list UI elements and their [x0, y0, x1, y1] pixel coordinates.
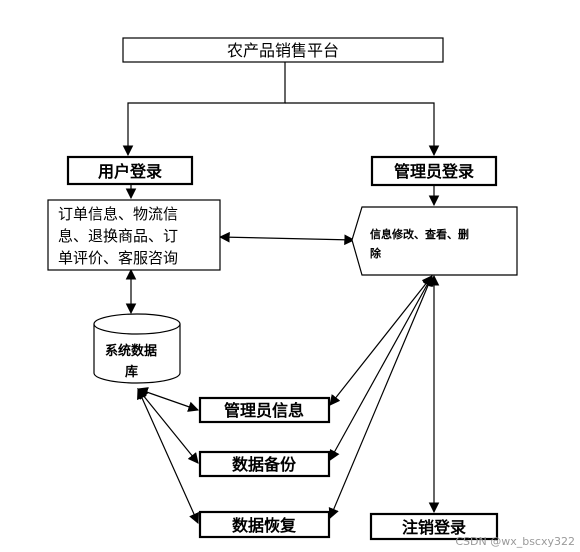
- edge-platform-to-user-login: [122, 62, 286, 157]
- node-database: 系统数据 库: [93, 313, 181, 384]
- user-functions-line-2: 息、退换商品、订: [58, 227, 178, 245]
- node-platform: 农产品销售平台: [122, 37, 444, 63]
- admin-login-label: 管理员登录: [394, 162, 474, 181]
- user-login-label: 用户登录: [98, 162, 162, 181]
- node-user-login: 用户登录: [66, 155, 194, 186]
- user-functions-line-1: 订单信息、物流信: [58, 205, 178, 223]
- admin-info-label: 管理员信息: [224, 401, 304, 420]
- data-backup-label: 数据备份: [232, 455, 297, 474]
- node-admin-info: 管理员信息: [198, 396, 331, 424]
- database-line-2: 库: [125, 364, 138, 380]
- node-data-restore: 数据恢复: [198, 510, 331, 539]
- platform-label: 农产品销售平台: [227, 41, 339, 60]
- admin-functions-line-1: 信息修改、查看、删: [370, 227, 469, 241]
- admin-functions-line-2: 除: [370, 246, 382, 260]
- logout-label: 注销登录: [402, 518, 466, 537]
- node-logout: 注销登录: [369, 512, 499, 541]
- edge-admin-functions-admin-info: [329, 275, 433, 406]
- data-restore-label: 数据恢复: [232, 516, 297, 535]
- node-admin-login: 管理员登录: [370, 155, 498, 187]
- edge-database-data-restore: [137, 388, 199, 524]
- edge-admin-functions-data-backup: [329, 275, 433, 461]
- user-functions-line-3: 单评价、客服咨询: [58, 249, 178, 267]
- edge-admin-functions-data-restore: [328, 275, 434, 519]
- connectors: [122, 62, 440, 524]
- watermark: CSDN @wx_bscxy322: [455, 535, 575, 548]
- node-admin-functions: 信息修改、查看、删 除: [351, 206, 518, 276]
- edge-platform-to-admin-login: [285, 102, 440, 157]
- edge-user-functions-admin-functions: [218, 231, 356, 246]
- database-line-1: 系统数据: [105, 343, 157, 359]
- node-user-functions: 订单信息、物流信 息、退换商品、订 单评价、客服咨询: [47, 199, 221, 271]
- node-data-backup: 数据备份: [198, 450, 331, 478]
